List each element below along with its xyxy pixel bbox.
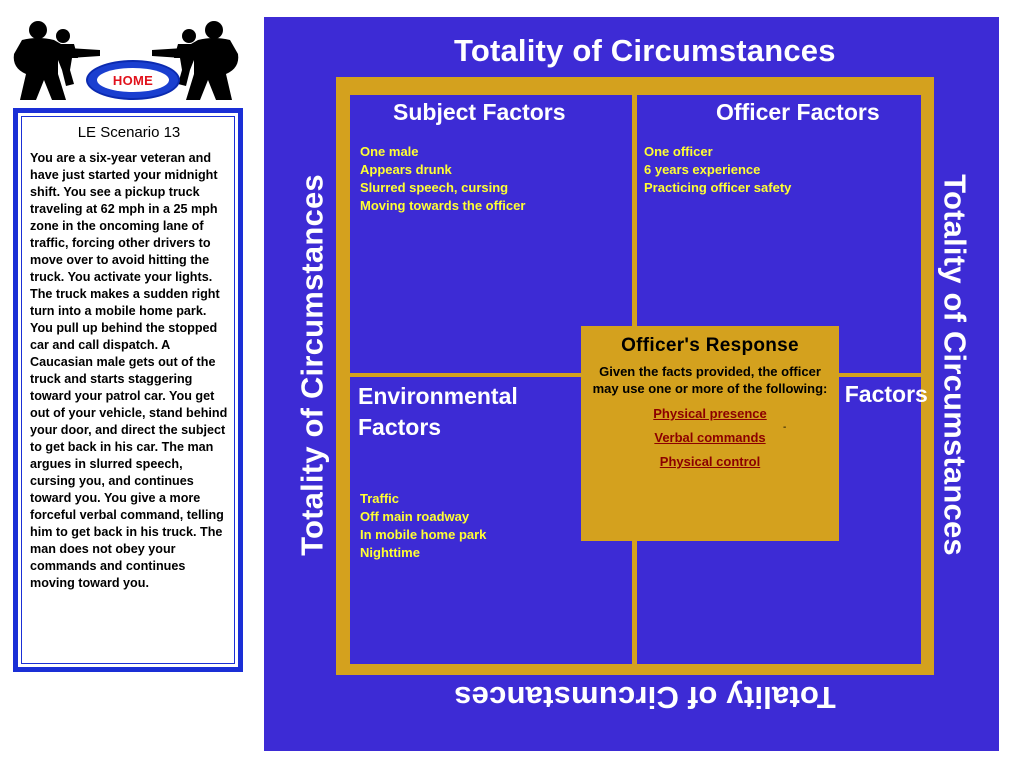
fact-item: Nighttime	[360, 545, 420, 560]
factors-frame: Subject Factors One male Appears drunk S…	[336, 77, 934, 675]
title-bottom: Totality of Circumstances	[454, 680, 836, 715]
environmental-heading-line1: Environmental	[358, 383, 518, 409]
title-top: Totality of Circumstances	[454, 33, 836, 68]
response-dash: -	[783, 422, 787, 433]
fact-item: Moving towards the officer	[360, 198, 526, 213]
scenario-panel-inner: LE Scenario 13 You are a six-year vetera…	[21, 116, 235, 664]
fact-item: In mobile home park	[360, 527, 487, 542]
fact-item: One officer	[644, 144, 713, 159]
fact-item: 6 years experience	[644, 162, 761, 177]
officer-facts: One officer 6 years experience Practicin…	[644, 143, 791, 197]
totality-diagram: Totality of Circumstances Totality of Ci…	[264, 17, 999, 751]
home-button[interactable]: HOME	[86, 60, 180, 100]
subject-facts: One male Appears drunk Slurred speech, c…	[360, 143, 525, 215]
officer-factors-heading: Officer Factors	[716, 99, 880, 125]
header-banner: HOME	[8, 18, 244, 102]
fact-item: Slurred speech, cursing	[360, 180, 509, 195]
title-right: Totality of Circumstances	[937, 174, 973, 556]
title-left: Totality of Circumstances	[294, 174, 330, 556]
fact-item: Appears drunk	[360, 162, 452, 177]
fact-item: Practicing officer safety	[644, 180, 792, 195]
fact-item: Off main roadway	[360, 509, 470, 524]
subject-factors-heading: Subject Factors	[393, 99, 566, 125]
fact-item: Traffic	[360, 491, 400, 506]
response-title: Officer's Response	[621, 335, 799, 356]
environmental-facts: Traffic Off main roadway In mobile home …	[360, 490, 486, 562]
verbal-commands-link[interactable]: Verbal commands	[654, 430, 766, 445]
physical-control-link[interactable]: Physical control	[659, 454, 761, 469]
officers-silhouette-icon	[13, 21, 239, 100]
scenario-text: You are a six-year veteran and have just…	[30, 151, 228, 590]
fact-item: One male	[360, 144, 419, 159]
officer-response-box: Officer's Response Given the facts provi…	[581, 326, 839, 541]
physical-presence-link[interactable]: Physical presence	[653, 406, 767, 421]
response-text: Given the facts provided, the officer ma…	[592, 364, 828, 396]
home-button-label: HOME	[97, 68, 169, 92]
subject-factors-quadrant: Subject Factors One male Appears drunk S…	[350, 95, 632, 373]
scenario-panel: LE Scenario 13 You are a six-year vetera…	[13, 108, 243, 672]
environmental-factors-heading: Environmental Factors	[358, 381, 518, 443]
scenario-title: LE Scenario 13	[77, 124, 181, 141]
environmental-heading-line2: Factors	[358, 414, 442, 440]
